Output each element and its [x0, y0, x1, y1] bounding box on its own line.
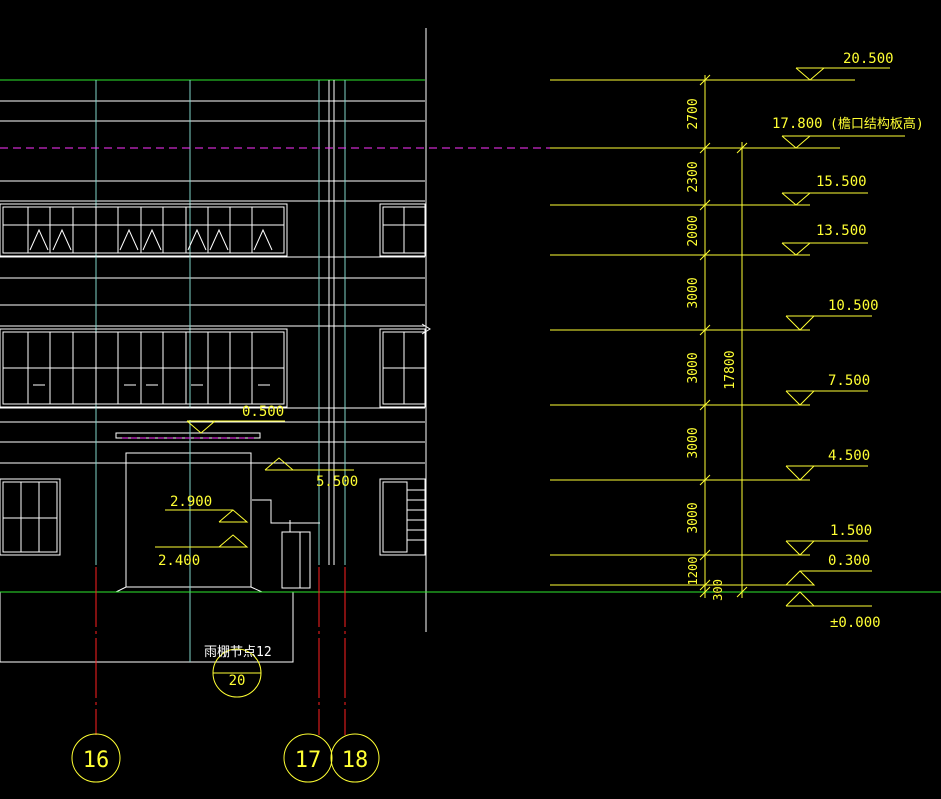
level-floor-2: 4.500 [828, 448, 870, 464]
axis-label-17: 17 [295, 748, 322, 773]
canopy-top-mark: 0.500 [242, 404, 284, 420]
dim-3000-a: 3000 [686, 277, 701, 308]
level-lines [550, 67, 905, 607]
dim-2300: 2300 [686, 161, 701, 192]
window-band-upper [0, 203, 426, 257]
dim-3000-c: 3000 [686, 427, 701, 458]
level-ground: ±0.000 [830, 615, 881, 631]
canopy-low-mark: 2.400 [158, 553, 200, 569]
level-floor-1b: 1.500 [830, 523, 872, 539]
dim-3000-b: 3000 [686, 352, 701, 383]
axis-bubble-16 [71, 733, 121, 783]
level-roof-board: 17.800 [772, 116, 823, 132]
level-floor-3: 7.500 [828, 373, 870, 389]
dim-2000: 2000 [686, 215, 701, 246]
level-top: 20.500 [843, 51, 894, 67]
grid-axes: 16 17 18 [71, 567, 380, 783]
dim-300: 300 [711, 579, 725, 601]
dim-total-17800: 17800 [723, 350, 738, 389]
dimension-texts: 2700 2300 2000 3000 3000 3000 3000 1200 … [686, 98, 738, 601]
canopy-right-mark: 5.500 [316, 474, 358, 490]
entrance-canopy [0, 420, 320, 663]
dim-3000-d: 3000 [686, 502, 701, 533]
column-lines [95, 80, 346, 565]
dim-2700: 2700 [686, 98, 701, 129]
axis-label-18: 18 [342, 748, 369, 773]
axis-label-16: 16 [83, 748, 110, 773]
storey-lines [0, 79, 425, 464]
dim-1200: 1200 [686, 557, 700, 586]
pilaster [328, 80, 335, 565]
ground-openings [0, 478, 426, 556]
axis-bubble-17 [283, 733, 333, 783]
level-floor-1a: 0.300 [828, 553, 870, 569]
canopy-mid-triangle [218, 509, 249, 523]
level-roof-note: (檐口结构板高) [830, 116, 924, 132]
axis-bubble-18 [330, 733, 380, 783]
dimension-chain [699, 74, 748, 598]
facade [0, 28, 431, 663]
canopy-mid-mark: 2.900 [170, 494, 212, 510]
window-band-middle [0, 328, 426, 408]
level-floor-6: 15.500 [816, 174, 867, 190]
detail-number: 20 [229, 673, 246, 689]
level-floor-5: 13.500 [816, 223, 867, 239]
detail-label: 雨棚节点12 [204, 645, 272, 660]
level-floor-4: 10.500 [828, 298, 879, 314]
canopy-marks [155, 420, 354, 698]
